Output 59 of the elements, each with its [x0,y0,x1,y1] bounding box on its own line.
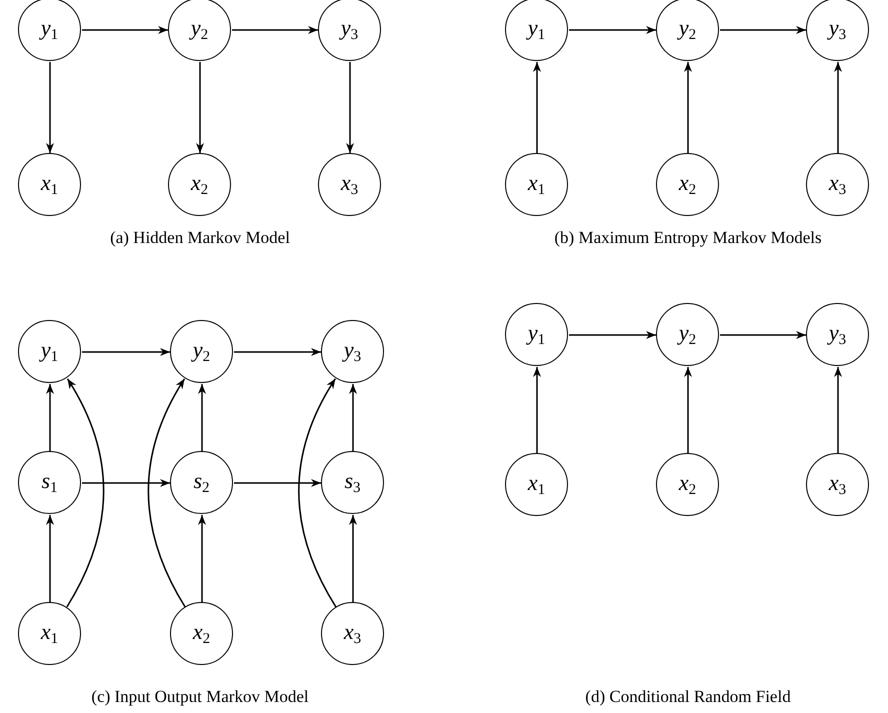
arrow [196,62,204,153]
arrow [198,515,206,602]
arrow [533,62,541,153]
arrow [82,26,168,34]
variable-label: y$_{3}$ [344,338,362,364]
variable-label: s$_{2}$ [193,470,210,496]
arrow [349,384,357,451]
arrow [82,479,170,487]
variable-label: y$_{1}$ [528,322,546,348]
variable-label: x$_{2}$ [678,172,696,198]
variable-label: x$_{3}$ [828,172,846,198]
variable-label: y$_{3}$ [828,16,846,42]
subfigure-caption: (d) Conditional Random Field [585,687,791,707]
arrow [349,515,357,602]
arrow [66,378,104,608]
arrow [232,26,318,34]
variable-label: x$_{3}$ [340,172,358,198]
arrow [346,62,354,153]
variable-label: x$_{2}$ [192,620,210,646]
variable-label: x$_{3}$ [344,620,362,646]
arrow [82,348,170,356]
variable-label: y$_{3}$ [828,322,846,348]
variable-label: y$_{2}$ [678,16,696,42]
arrow [533,367,541,453]
arrow [46,384,54,451]
arrow [569,331,656,339]
variable-label: s$_{1}$ [41,470,58,496]
variable-label: x$_{1}$ [528,472,546,498]
arrow [46,62,54,153]
arrow [298,378,337,608]
variable-label: y$_{3}$ [340,16,358,42]
arrow [720,331,806,339]
variable-label: x$_{1}$ [40,620,58,646]
arrow [148,378,186,608]
variable-label: y$_{1}$ [528,16,546,42]
variable-label: y$_{2}$ [678,322,696,348]
arrow [684,367,692,453]
arrow [834,367,842,453]
variable-label: y$_{1}$ [40,16,58,42]
variable-label: x$_{2}$ [678,472,696,498]
arrow [720,26,806,34]
arrow [234,479,321,487]
arrow [46,515,54,602]
variable-label: y$_{2}$ [190,16,208,42]
arrow [834,62,842,153]
arrow [684,62,692,153]
arrow [569,26,656,34]
subfigure-caption: (a) Hidden Markov Model [110,228,290,248]
variable-label: s$_{3}$ [344,470,361,496]
subfigure-caption: (b) Maximum Entropy Markov Models [554,228,822,248]
arrow [198,384,206,451]
variable-label: x$_{1}$ [40,172,58,198]
variable-label: y$_{1}$ [40,338,58,364]
subfigure-caption: (c) Input Output Markov Model [91,687,309,707]
variable-label: x$_{2}$ [190,172,208,198]
variable-label: y$_{2}$ [192,338,210,364]
arrow [234,348,321,356]
variable-label: x$_{1}$ [528,172,546,198]
variable-label: x$_{3}$ [828,472,846,498]
